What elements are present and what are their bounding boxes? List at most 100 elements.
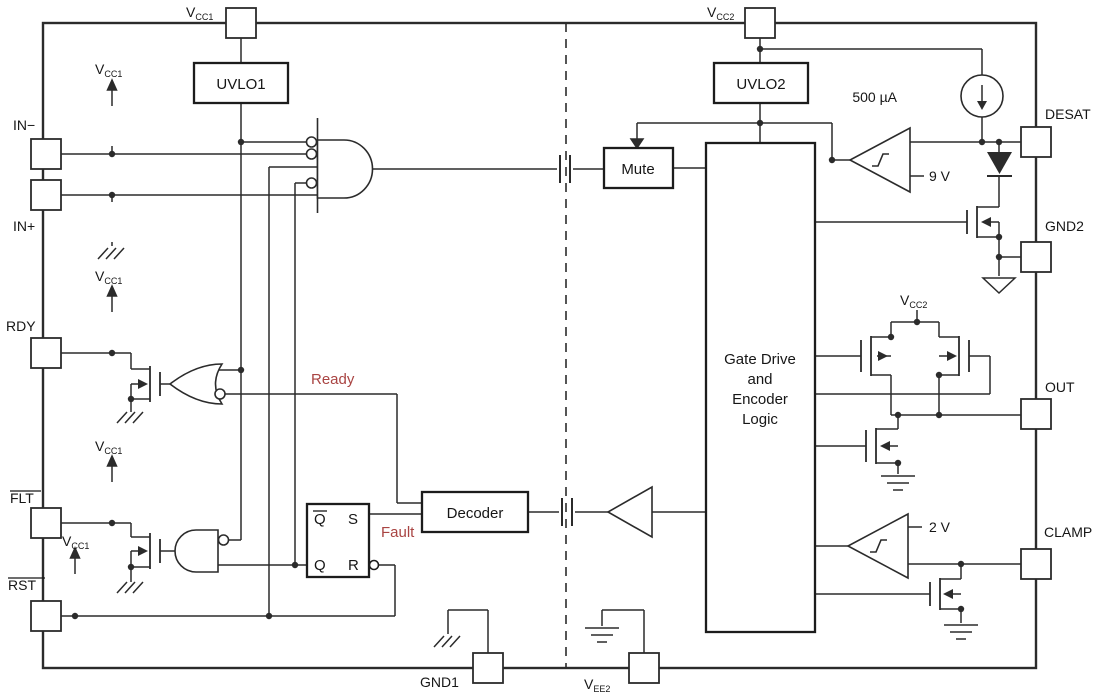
feedback-buffer bbox=[606, 485, 653, 539]
pin-out bbox=[1020, 398, 1052, 430]
gate-drive-label-line3: Encoder bbox=[732, 391, 788, 408]
rdy-pulldown-nmos bbox=[138, 366, 161, 402]
ready-wire bbox=[225, 393, 422, 504]
pin-gnd2 bbox=[1020, 241, 1052, 273]
in-plus-chassis-ground-icon bbox=[97, 247, 125, 260]
gate-drive-label-line1: Gate Drive bbox=[724, 351, 796, 368]
pin-label-clamp: CLAMP bbox=[1044, 524, 1092, 540]
flt-pulldown-nmos bbox=[138, 533, 161, 569]
decoder-block bbox=[420, 490, 530, 534]
pin-clamp bbox=[1020, 548, 1052, 580]
pin-label-vee2: VEE2 bbox=[584, 676, 610, 694]
wires bbox=[61, 38, 1021, 653]
pin-label-rst: RST bbox=[8, 577, 36, 593]
pin-label-in-minus: IN− bbox=[13, 117, 35, 133]
out-pulldown-earth-ground-icon bbox=[881, 475, 915, 491]
pin-vee2 bbox=[628, 652, 660, 684]
sr-latch-block bbox=[305, 502, 371, 579]
net-label-vcc2: VCC2 bbox=[900, 292, 927, 310]
gnd2-triangle-ground-icon bbox=[981, 277, 1017, 295]
vee2-bracket bbox=[601, 609, 645, 653]
gate-drive-block bbox=[704, 141, 817, 634]
current-source-wire bbox=[760, 48, 983, 142]
flt-and-gate bbox=[174, 529, 219, 573]
uvlo2-label: UVLO2 bbox=[736, 76, 785, 93]
desat-front-end bbox=[960, 74, 1012, 177]
latch-q-label: Q bbox=[314, 557, 326, 574]
pin-label-gnd1: GND1 bbox=[420, 674, 459, 690]
main-and-gate bbox=[316, 139, 374, 199]
hysteresis-icon bbox=[870, 539, 887, 553]
rst-wire bbox=[61, 564, 396, 617]
pulldown-nmos-wiring bbox=[876, 415, 899, 474]
rdy-or-gate bbox=[168, 363, 224, 405]
pin-vcc1 bbox=[225, 7, 257, 39]
function-blocks bbox=[192, 61, 817, 634]
latch-qbar-label: Q bbox=[314, 511, 326, 528]
ground-symbols bbox=[97, 247, 1017, 648]
pin-in-plus bbox=[30, 179, 62, 211]
vcc1-arrow-icon bbox=[106, 454, 118, 467]
ready-signal-label: Ready bbox=[311, 371, 355, 388]
logic-gates bbox=[168, 118, 374, 573]
flt-chassis-ground-icon bbox=[116, 581, 144, 594]
mute-control-arrow-icon bbox=[629, 138, 645, 150]
mute-label: Mute bbox=[621, 161, 654, 178]
rdy-chassis-ground-icon bbox=[116, 411, 144, 424]
output-gate-feeds bbox=[815, 355, 991, 447]
pin-label-desat: DESAT bbox=[1045, 106, 1091, 122]
pullup-fet-left-wiring bbox=[871, 322, 892, 415]
net-label-vcc1: VCC1 bbox=[95, 61, 122, 79]
net-label-vcc1: VCC1 bbox=[95, 438, 122, 456]
pin-rst bbox=[30, 600, 62, 632]
fault-signal-label: Fault bbox=[381, 524, 415, 541]
and-input-bubble bbox=[305, 148, 318, 160]
vcc1-arrow-icon bbox=[106, 78, 118, 91]
rdy-nmos-wiring bbox=[61, 352, 150, 412]
output-pullup-fet-right bbox=[947, 336, 970, 376]
output-pulldown-nmos bbox=[865, 428, 890, 464]
pin-label-vcc1: VCC1 bbox=[186, 4, 213, 22]
pin-label-rdy: RDY bbox=[6, 318, 36, 334]
gnd1-chassis-ground-icon bbox=[433, 635, 461, 648]
desat-threshold-value: 9 V bbox=[929, 168, 951, 184]
latch-reset-bubble bbox=[368, 559, 380, 571]
uvlo1-label: UVLO1 bbox=[216, 76, 265, 93]
desat-discharge-nmos bbox=[966, 206, 991, 238]
flt-and-input-bubble bbox=[217, 534, 230, 546]
pin-in-minus bbox=[30, 138, 62, 170]
isolation-caps bbox=[559, 155, 573, 526]
mosfets bbox=[138, 206, 991, 610]
mute-control-net bbox=[636, 122, 850, 161]
latch-set-label: S bbox=[348, 511, 358, 528]
pin-desat bbox=[1020, 126, 1052, 158]
clamp-nmos-wiring bbox=[815, 564, 962, 623]
pin-gnd1 bbox=[472, 652, 504, 684]
pin-rdy bbox=[30, 337, 62, 369]
uvlo1-status-net bbox=[229, 38, 242, 541]
pin-label-gnd2: GND2 bbox=[1045, 218, 1084, 234]
gnd1-bracket bbox=[447, 609, 489, 653]
uvlo1-block bbox=[192, 61, 290, 105]
and-input-bubble bbox=[305, 136, 318, 148]
comparators bbox=[606, 126, 911, 580]
pin-label-flt: FLT bbox=[10, 490, 34, 506]
net-label-vcc1: VCC1 bbox=[62, 533, 89, 551]
blanking-diode-icon bbox=[987, 152, 1012, 174]
current-source-arrowhead bbox=[977, 101, 987, 110]
junction-dots bbox=[71, 45, 1003, 620]
vcc1-arrow-icon bbox=[106, 284, 118, 297]
vcc1-arrow-icon bbox=[69, 546, 81, 559]
clamp-threshold-value: 2 V bbox=[929, 519, 951, 535]
pullup-fet-right-wiring bbox=[938, 322, 959, 415]
flt-nmos-wiring bbox=[61, 522, 150, 582]
uvlo2-block bbox=[712, 61, 810, 105]
mute-block bbox=[602, 146, 675, 190]
isolation-cap-bottom-icon bbox=[561, 498, 573, 526]
pin-flt bbox=[30, 507, 62, 539]
pin-label-out: OUT bbox=[1045, 379, 1075, 395]
current-source-value: 500 µA bbox=[852, 89, 897, 105]
gate-drive-label-line2: and bbox=[747, 371, 772, 388]
